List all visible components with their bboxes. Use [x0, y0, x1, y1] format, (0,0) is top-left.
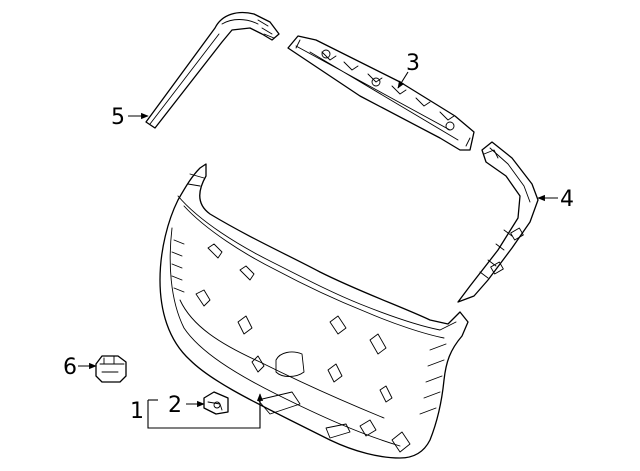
leader-3	[397, 71, 409, 89]
part-3-upper-trim	[287, 35, 475, 151]
callout-6-label: 6	[63, 355, 77, 380]
callout-4-label: 4	[560, 187, 574, 212]
part-4-right-garnish	[457, 141, 539, 303]
callout-1-label: 1	[130, 399, 144, 424]
callout-2-label: 2	[168, 393, 182, 418]
part-6-connector	[95, 355, 127, 383]
callout-5-label: 5	[111, 105, 125, 130]
main-liftgate-panel	[159, 163, 469, 459]
callout-3-label: 3	[406, 51, 420, 76]
part-5-left-garnish	[145, 11, 280, 129]
callout-1-bracket	[147, 393, 264, 429]
part-2-switch	[203, 391, 229, 415]
